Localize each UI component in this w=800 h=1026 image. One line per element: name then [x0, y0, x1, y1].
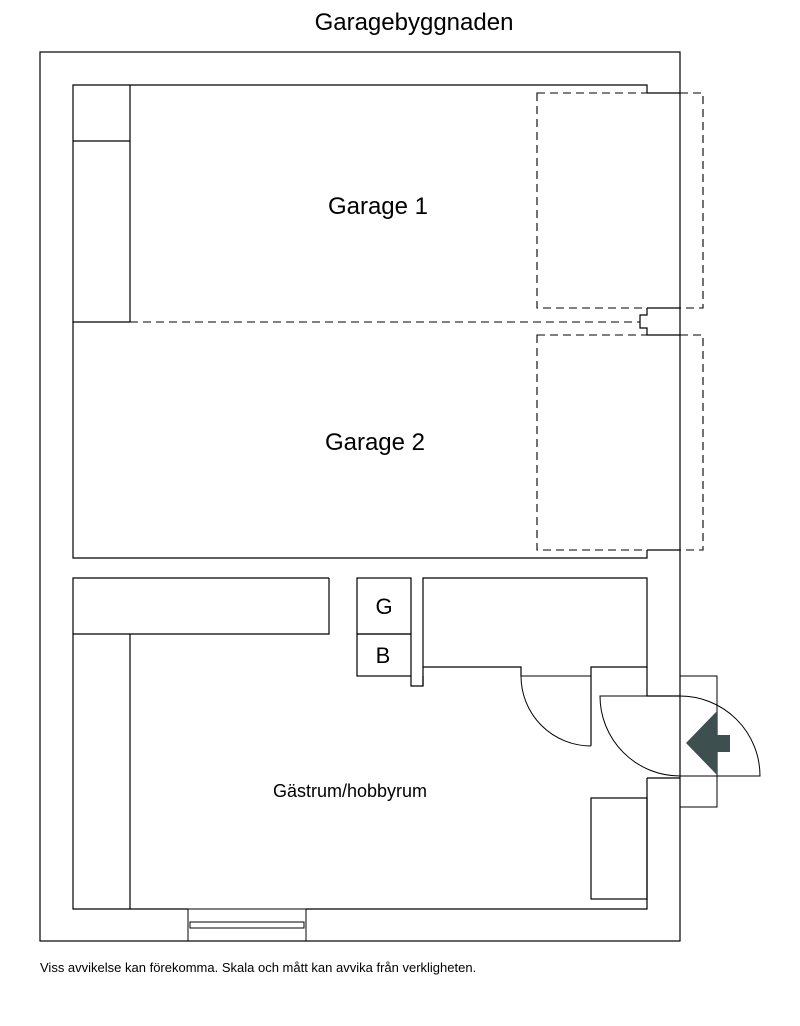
guest-room — [72, 577, 680, 942]
window — [187, 908, 307, 942]
label-closet-g: G — [375, 594, 392, 619]
interior-door-swing — [520, 675, 592, 747]
garage-1 — [72, 84, 704, 336]
label-guest-room: Gästrum/hobbyrum — [273, 781, 427, 801]
plan-title: Garagebyggnaden — [314, 9, 514, 36]
entrance-door — [599, 675, 761, 808]
closet-b — [356, 633, 412, 677]
label-garage-2: Garage 2 — [325, 429, 425, 456]
garage-door-1-swing — [536, 92, 704, 309]
wardrobe — [590, 797, 648, 900]
garage-door-2-swing — [536, 334, 704, 551]
label-garage-1: Garage 1 — [328, 193, 428, 220]
disclaimer: Viss avvikelse kan förekomma. Skala och … — [40, 960, 477, 975]
garage-2 — [72, 322, 704, 559]
outer-wall — [39, 51, 681, 942]
label-closet-b: B — [376, 643, 391, 668]
entrance-arrow-icon — [686, 711, 730, 775]
